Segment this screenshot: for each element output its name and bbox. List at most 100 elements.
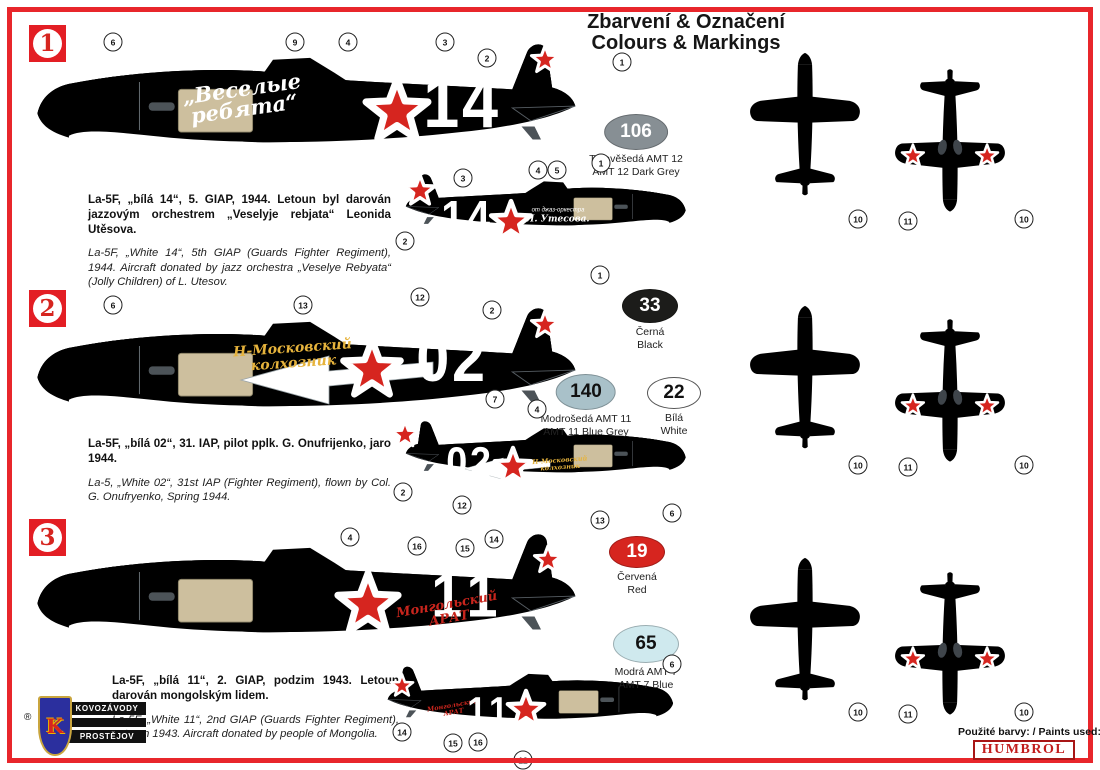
aircraft-top-view-3 xyxy=(745,520,865,755)
page-title: Zbarvení & Označení Colours & Markings xyxy=(566,12,806,54)
description-english: La-5F, „White 14“, 5th GIAP (Guards Figh… xyxy=(88,247,391,289)
paint-swatch-106: 106 Tmavěšedá AMT 12 AMT 12 Dark Grey xyxy=(589,114,683,178)
callout-marker: 12 xyxy=(452,495,472,515)
callout-marker: 10 xyxy=(1014,702,1034,722)
callout-marker: 10 xyxy=(848,702,868,722)
scheme-2-description: La-5F, „bílá 02“, 31. IAP, pilot pplk. G… xyxy=(88,437,391,504)
callout-marker: 10 xyxy=(1014,209,1034,229)
aircraft-bottom-view-2 xyxy=(890,262,1010,502)
callout-marker: 10 xyxy=(848,455,868,475)
callout-marker: 15 xyxy=(455,538,475,558)
callout-marker: 9 xyxy=(285,32,305,52)
scheme-3-description: La-5F, „bílá 11“, 2. GIAP, podzim 1943. … xyxy=(112,674,399,741)
tactical-number-1-small: 14 xyxy=(441,191,493,243)
red-star-marking xyxy=(490,444,536,490)
tactical-number-2-big: 02 xyxy=(416,321,488,395)
description-czech: La-5F, „bílá 14“, 5. GIAP, 1944. Letoun … xyxy=(88,193,391,236)
description-czech: La-5F, „bílá 02“, 31. IAP, pilot pplk. G… xyxy=(88,437,391,465)
fin-star-marking xyxy=(529,44,561,74)
description-english: La-5, „White 02“, 31st IAP (Fighter Regi… xyxy=(88,476,391,503)
callout-marker: 7 xyxy=(485,389,505,409)
kovozavody-prostejov-logo: ® KOVOZÁVODY PROSTĚJOV K xyxy=(24,694,146,760)
tactical-number-3-small: 11 xyxy=(467,690,513,733)
title-english: Colours & Markings xyxy=(591,32,781,54)
callout-marker: 14 xyxy=(484,529,504,549)
title-czech: Zbarvení & Označení xyxy=(587,11,785,33)
fin-star-marking xyxy=(529,309,561,339)
paint-label: Černá Black xyxy=(635,326,665,351)
callout-marker: 4 xyxy=(528,160,548,180)
paints-used-note: Použité barvy: / Paints used: HUMBROL xyxy=(958,726,1100,760)
aircraft-top-view-2 xyxy=(745,268,865,503)
aircraft-side-profile-3 xyxy=(30,518,605,676)
paint-swatch-22: 22 Bílá White xyxy=(647,377,701,437)
paints-used-label: Použité barvy: / Paints used: xyxy=(958,726,1100,738)
kp-shield-emblem: K xyxy=(38,696,72,756)
callout-marker: 6 xyxy=(662,654,682,674)
paint-oval: 22 xyxy=(647,377,701,409)
paint-label: Červená Red xyxy=(617,571,657,596)
fuselage-dedication-text: от джаз-оркестра Л. Утесова. xyxy=(526,207,590,225)
tactical-number-3-big: 11 xyxy=(431,561,505,631)
callout-marker: 13 xyxy=(590,510,610,530)
callout-marker: 1 xyxy=(591,153,611,173)
callout-marker: 11 xyxy=(898,704,918,724)
callout-marker: 15 xyxy=(443,733,463,753)
callout-marker: 10 xyxy=(848,209,868,229)
callout-marker: 10 xyxy=(1014,455,1034,475)
description-english: La-5F, „White 11“, 2nd GIAP (Guards Figh… xyxy=(112,713,399,740)
aircraft-bottom-view-3 xyxy=(890,515,1010,755)
callout-marker: 4 xyxy=(338,32,358,52)
paint-oval: 106 xyxy=(604,114,668,150)
description-czech: La-5F, „bílá 11“, 2. GIAP, podzim 1943. … xyxy=(112,674,399,702)
tactical-number-2-small: 02 xyxy=(446,438,494,485)
logo-text-prostejov: PROSTĚJOV xyxy=(68,730,146,743)
callout-marker: 6 xyxy=(103,295,123,315)
paint-label: Bílá White xyxy=(660,412,688,437)
logo-bar xyxy=(68,718,146,727)
scheme-1-marker: 1 xyxy=(29,25,66,62)
callout-marker: 3 xyxy=(453,168,473,188)
callout-marker: 13 xyxy=(293,295,313,315)
callout-marker: 2 xyxy=(393,482,413,502)
fin-star-marking xyxy=(389,673,415,697)
callout-marker: 12 xyxy=(410,287,430,307)
callout-marker: 1 xyxy=(590,265,610,285)
humbrol-logo: HUMBROL xyxy=(972,740,1076,760)
callout-marker: 6 xyxy=(103,32,123,52)
fin-star-marking xyxy=(403,173,437,206)
callout-marker: 2 xyxy=(477,48,497,68)
paint-label: Modrošedá AMT 11 AMT 11 Blue Grey xyxy=(540,413,632,438)
callout-marker: 6 xyxy=(662,503,682,523)
logo-text-kovozavody: KOVOZÁVODY xyxy=(68,702,146,715)
registered-trademark: ® xyxy=(24,712,32,723)
tactical-number-1-big: 14 xyxy=(423,63,501,143)
paint-swatch-33: 33 Černá Black xyxy=(622,289,678,351)
callout-marker: 16 xyxy=(468,732,488,752)
paint-swatch-140: 140 Modrošedá AMT 11 AMT 11 Blue Grey xyxy=(540,374,632,438)
callout-marker: 11 xyxy=(898,457,918,477)
scheme-2-marker: 2 xyxy=(29,290,66,327)
scheme-1-description: La-5F, „bílá 14“, 5. GIAP, 1944. Letoun … xyxy=(88,193,391,289)
callout-marker: 11 xyxy=(898,211,918,231)
paint-oval: 140 xyxy=(555,374,616,410)
paint-swatch-19: 19 Červená Red xyxy=(609,536,665,596)
callout-marker: 1 xyxy=(612,52,632,72)
paint-oval: 33 xyxy=(622,289,678,323)
callout-marker: 2 xyxy=(395,231,415,251)
paint-label: Modrá AMT 7 AMT 7 Blue xyxy=(614,666,678,691)
callout-marker: 2 xyxy=(482,300,502,320)
scheme-3-marker: 3 xyxy=(29,519,66,556)
paint-oval: 19 xyxy=(609,536,665,568)
paint-label: Tmavěšedá AMT 12 AMT 12 Dark Grey xyxy=(589,153,683,178)
aircraft-bottom-view-1 xyxy=(890,12,1010,252)
fin-star-marking xyxy=(390,420,420,448)
callout-marker: 4 xyxy=(340,527,360,547)
aircraft-side-profile-1 xyxy=(30,28,605,186)
callout-marker: 4 xyxy=(527,399,547,419)
fin-star-marking xyxy=(532,544,564,574)
red-star-marking xyxy=(330,567,406,643)
callout-marker: 14 xyxy=(392,722,412,742)
callout-marker: 16 xyxy=(407,536,427,556)
